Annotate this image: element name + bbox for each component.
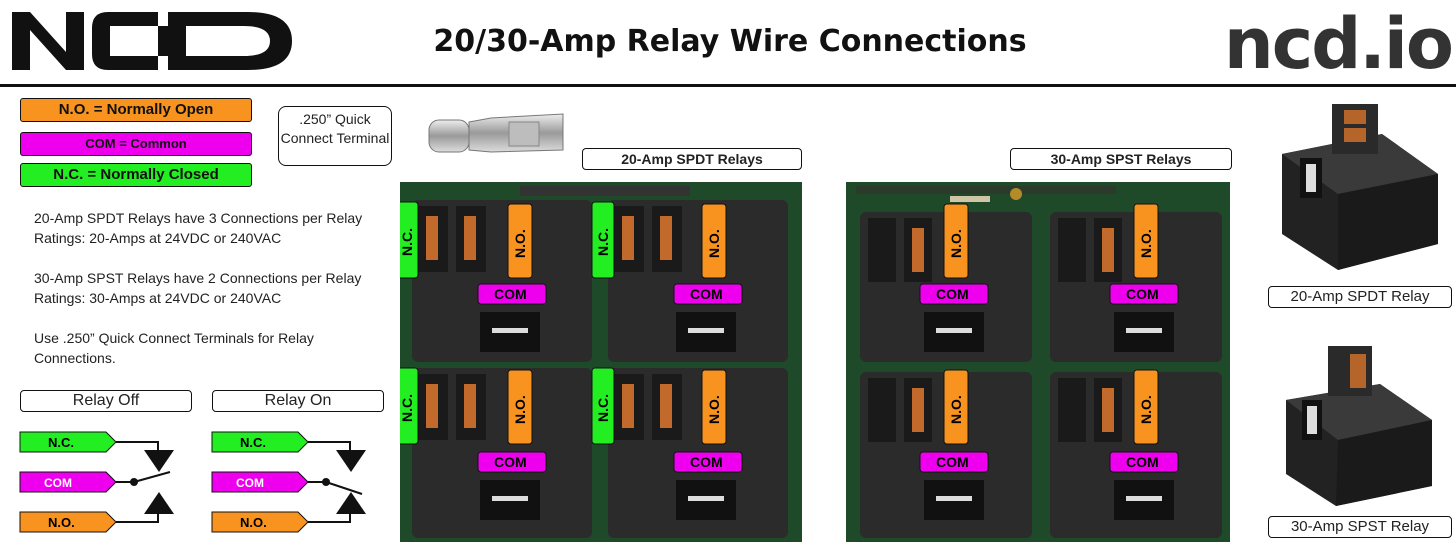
legend-normally-closed: N.C. = Normally Closed (20, 163, 252, 187)
spst-ratings-text: Ratings: 30-Amps at 24VDC or 240VAC (34, 290, 282, 306)
spdt-nc-tags: N.C. N.C. N.C. N.C. (395, 201, 615, 445)
tag-no: N.O. (512, 229, 528, 258)
tag-com: COM (236, 476, 264, 490)
spst-section-label: 30-Amp SPST Relays (1010, 148, 1232, 170)
tag-com: COM (690, 454, 723, 470)
relay-off-label: Relay Off (20, 390, 192, 412)
header-divider (0, 84, 1456, 87)
tag-no: N.O. (48, 515, 75, 530)
spst-relay-board: N.O. N.O. N.O. N.O. COM COM COM COM (846, 182, 1230, 542)
spdt-no-tags: N.O. N.O. N.O. N.O. (507, 203, 727, 445)
ncd-io-brand: ncd.io (1223, 3, 1454, 85)
tag-com: COM (690, 286, 723, 302)
spst-relay-top-left (860, 212, 1032, 362)
legend-common: COM = Common (20, 132, 252, 156)
tag-no: N.O. (948, 229, 964, 258)
ncd-logo (12, 12, 292, 70)
spdt-board-drawing: N.C. N.C. N.C. N.C. N.O. N.O. N.O. N.O. … (395, 182, 802, 542)
spdt-section-label: 20-Amp SPDT Relays (582, 148, 802, 170)
relay-off-schematic: N.C. COM N.O. (19, 431, 174, 533)
tag-no: N.O. (706, 229, 722, 258)
tag-no: N.O. (948, 395, 964, 424)
spst-com-tags: COM COM COM COM (919, 283, 1179, 473)
tag-no: N.O. (240, 515, 267, 530)
tag-no: N.O. (706, 395, 722, 424)
tag-nc: N.C. (48, 435, 74, 450)
legend-normally-open: N.O. = Normally Open (20, 98, 252, 122)
spdt-relay-board: N.C. N.C. N.C. N.C. N.O. N.O. N.O. N.O. … (395, 182, 802, 542)
spdt-relay-top-left (412, 200, 592, 362)
tag-com: COM (936, 454, 969, 470)
spst-info: 30-Amp SPST Relays have 2 Connections pe… (34, 268, 384, 308)
page-title: 20/30-Amp Relay Wire Connections (433, 24, 1027, 59)
spdt-info: 20-Amp SPDT Relays have 3 Connections pe… (34, 208, 384, 248)
tag-com: COM (494, 454, 527, 470)
tag-com: COM (1126, 454, 1159, 470)
tag-com: COM (1126, 286, 1159, 302)
tag-nc: N.C. (400, 228, 415, 256)
spst-relay-photo (1286, 346, 1432, 506)
relay-on-schematic: N.C. COM N.O. (211, 431, 366, 533)
tag-nc: N.C. (595, 228, 611, 256)
spdt-connections-text: 20-Amp SPDT Relays have 3 Connections pe… (34, 210, 363, 226)
spdt-relay-caption: 20-Amp SPDT Relay (1268, 286, 1452, 308)
tag-nc: N.C. (240, 435, 266, 450)
spst-no-tags: N.O. N.O. N.O. N.O. (943, 203, 1159, 445)
tag-com: COM (936, 286, 969, 302)
tag-com: COM (44, 476, 72, 490)
tag-no: N.O. (1138, 395, 1154, 424)
tag-nc: N.C. (595, 394, 611, 422)
tag-com: COM (494, 286, 527, 302)
spst-connections-text: 30-Amp SPST Relays have 2 Connections pe… (34, 270, 362, 286)
spdt-relay-photo (1282, 104, 1438, 270)
tag-no: N.O. (512, 395, 528, 424)
tag-no: N.O. (1138, 229, 1154, 258)
spdt-relay-top-right (608, 200, 788, 362)
quick-connect-terminal-image (428, 113, 564, 153)
spdt-ratings-text: Ratings: 20-Amps at 24VDC or 240VAC (34, 230, 282, 246)
spst-relay-caption: 30-Amp SPST Relay (1268, 516, 1452, 538)
tag-nc: N.C. (400, 394, 415, 422)
spst-board-drawing: N.O. N.O. N.O. N.O. COM COM COM COM (846, 182, 1230, 542)
terminals-note: Use .250” Quick Connect Terminals for Re… (34, 330, 314, 366)
quick-connect-label: .250” Quick Connect Terminal (278, 106, 392, 166)
spdt-com-tags: COM COM COM COM (477, 283, 743, 473)
relay-on-label: Relay On (212, 390, 384, 412)
